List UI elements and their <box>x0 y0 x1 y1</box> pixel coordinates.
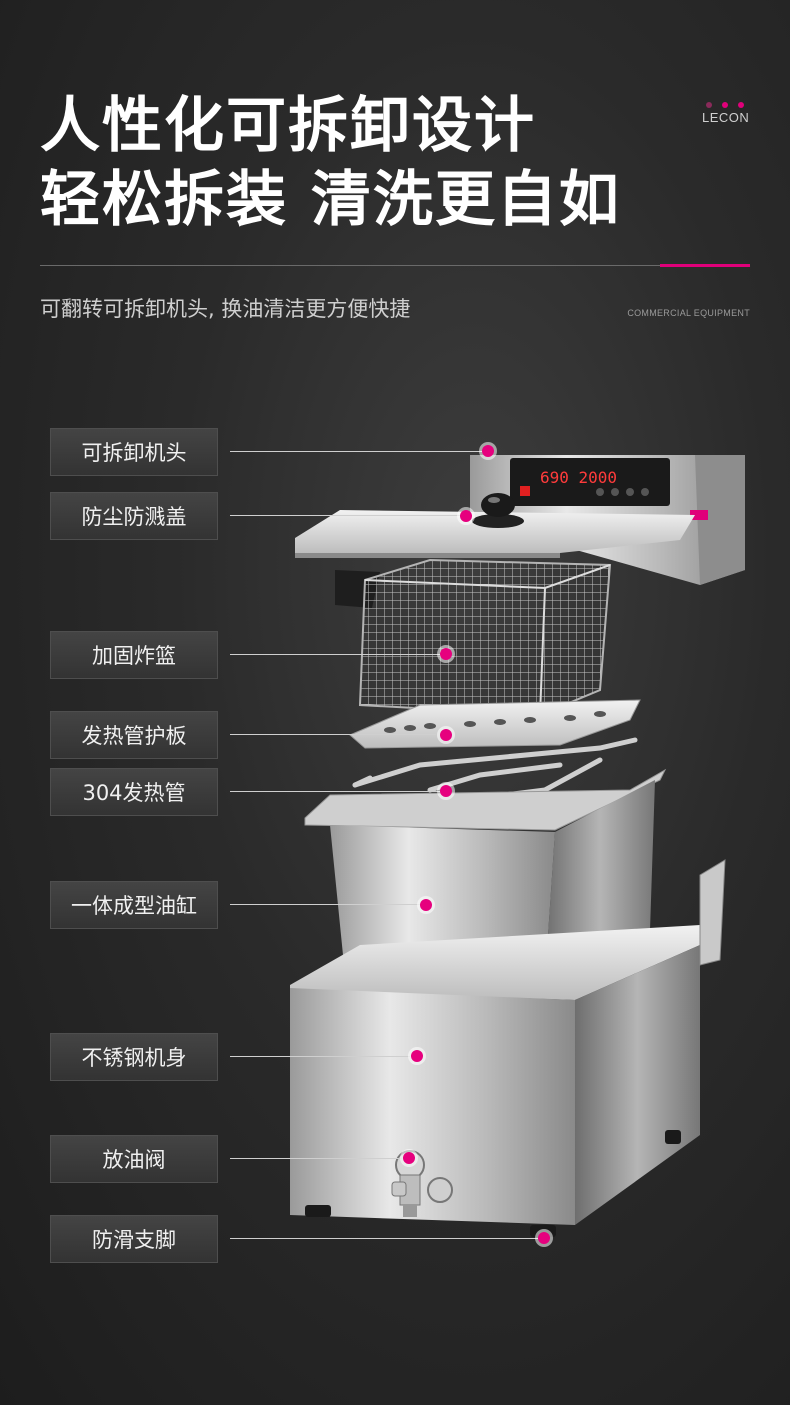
brand-logo-text: LECON <box>702 110 750 125</box>
hotspot-dot <box>440 648 452 660</box>
fry-basket <box>335 558 612 717</box>
part-label-feet: 防滑支脚 <box>50 1215 218 1263</box>
leader-line <box>230 1158 402 1159</box>
hotspot-dot <box>420 899 432 911</box>
part-label-basket: 加固炸篮 <box>50 631 218 679</box>
subtitle: 可翻转可拆卸机头, 换油清洁更方便快捷 <box>40 297 411 321</box>
header-divider <box>40 265 750 266</box>
hotspot-dot <box>440 785 452 797</box>
title-line-2: 轻松拆装 清洗更自如 <box>40 165 621 235</box>
title-line-1: 人性化可拆卸设计 <box>40 91 536 161</box>
fryer-body <box>290 859 726 1237</box>
leader-line <box>230 734 436 735</box>
leader-line <box>230 1056 410 1057</box>
leader-line <box>230 515 464 516</box>
category-tag: COMMERCIAL EQUIPMENT <box>627 308 750 318</box>
part-label-heater-guard: 发热管护板 <box>50 711 218 759</box>
hotspot-dot <box>460 510 472 522</box>
part-label-detachable-head: 可拆卸机头 <box>50 428 218 476</box>
hotspot-dot <box>482 445 494 457</box>
heating-elements <box>352 737 638 798</box>
display-readout: 690 2000 <box>540 468 617 487</box>
part-label-heating-tube: 304发热管 <box>50 768 218 816</box>
leader-line <box>230 904 420 905</box>
heater-guard-plate <box>349 699 641 749</box>
part-label-drain-valve: 放油阀 <box>50 1135 218 1183</box>
hotspot-dot <box>538 1232 550 1244</box>
dust-lid <box>295 493 695 558</box>
hotspot-dot <box>403 1152 415 1164</box>
leader-line <box>230 1238 538 1239</box>
leader-line <box>230 791 440 792</box>
part-label-oil-tank: 一体成型油缸 <box>50 881 218 929</box>
header-divider-accent <box>660 264 750 267</box>
leader-line <box>230 654 440 655</box>
part-label-dust-lid: 防尘防溅盖 <box>50 492 218 540</box>
brand-dots <box>706 93 754 112</box>
leader-line <box>230 451 488 452</box>
hotspot-dot <box>411 1050 423 1062</box>
part-label-body: 不锈钢机身 <box>50 1033 218 1081</box>
hotspot-dot <box>440 729 452 741</box>
